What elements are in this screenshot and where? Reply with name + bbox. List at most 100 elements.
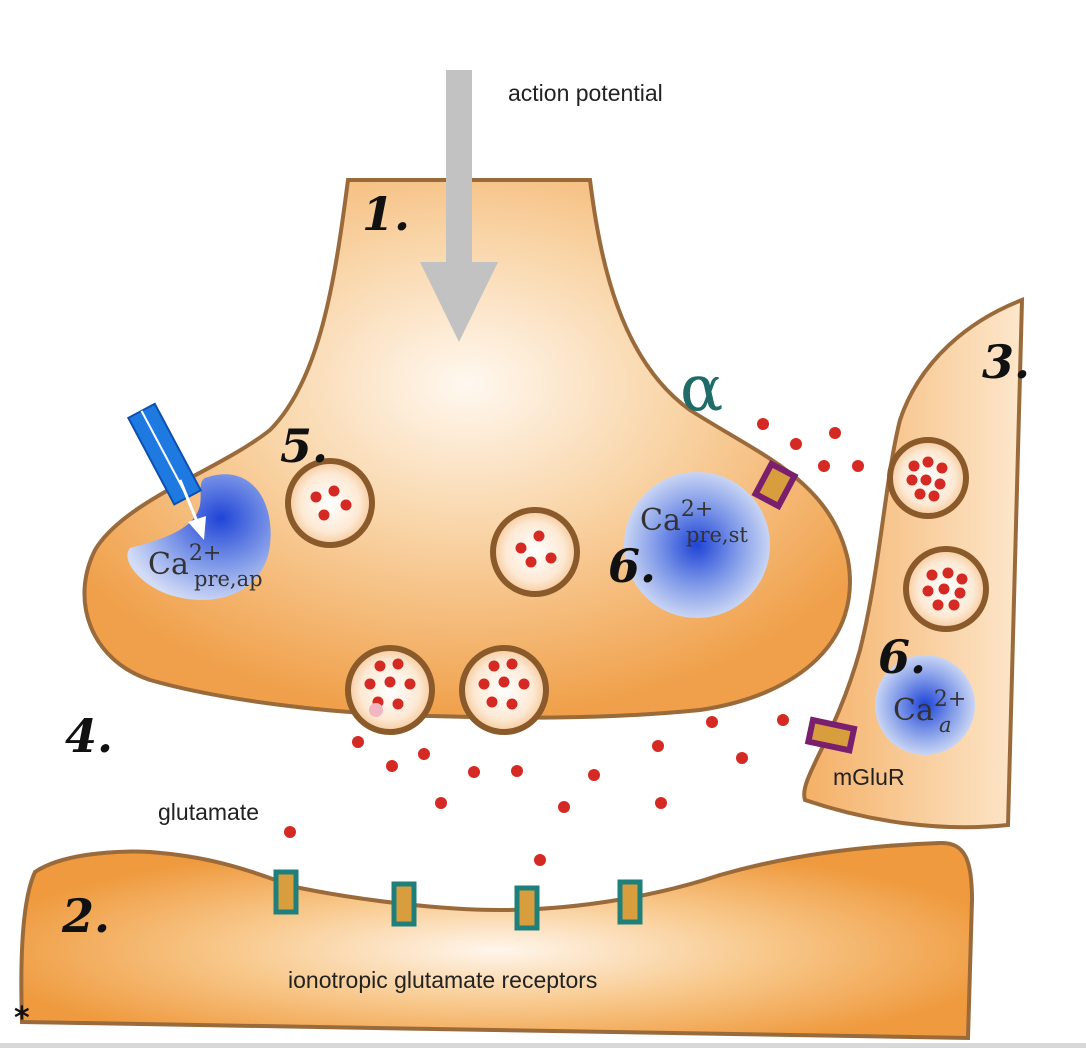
- receptor-body: [391, 881, 417, 927]
- glutamate-molecule: [777, 714, 789, 726]
- glutamate-molecule: [736, 752, 748, 764]
- vesicle-glutamate: [384, 676, 396, 688]
- glutamate-molecule: [790, 438, 802, 450]
- vesicle: [345, 645, 435, 735]
- bottom-divider: [0, 1043, 1086, 1048]
- glutamate-molecules: [284, 418, 864, 866]
- vesicle-glutamate: [934, 478, 946, 490]
- vesicle-glutamate: [906, 474, 918, 486]
- mglur-receptor: [804, 716, 858, 754]
- glutamate-molecule: [829, 427, 841, 439]
- label-ca-pre-ap: Ca2+pre,ap: [148, 541, 263, 591]
- ca-astro-sup: 2+: [934, 687, 966, 712]
- vesicle-glutamate: [914, 488, 926, 500]
- vesicle-glutamate: [478, 678, 490, 690]
- glutamate-molecule: [757, 418, 769, 430]
- vesicle-glutamate: [533, 530, 545, 542]
- vesicle-glutamate: [392, 658, 404, 670]
- glutamate-molecule: [468, 766, 480, 778]
- label-action-potential: action potential: [508, 80, 663, 106]
- ca-pre-st-base: Ca: [640, 503, 681, 538]
- postsynaptic-cell: [19, 840, 975, 1041]
- calcium-cloud-astro: [875, 655, 975, 755]
- vesicle: [459, 645, 549, 735]
- glutamate-molecule: [352, 736, 364, 748]
- vesicle-glutamate: [364, 678, 376, 690]
- label-asterisk: *: [14, 1001, 30, 1036]
- vesicle-glutamate: [922, 585, 934, 597]
- numeral-1: 1.: [362, 187, 410, 241]
- receptor-body: [514, 885, 540, 931]
- label-glutamate: glutamate: [158, 799, 259, 825]
- numeral-6-pre: 6.: [608, 539, 656, 593]
- ca-pre-ap-sub: pre,ap: [194, 567, 263, 591]
- vesicle-glutamate: [486, 696, 498, 708]
- glutamate-molecule: [534, 854, 546, 866]
- calcium-influx-arrow: [178, 479, 206, 540]
- action-potential-arrow: [420, 70, 498, 342]
- ca-astro-sub: a: [939, 713, 952, 737]
- glutamate-molecule: [386, 760, 398, 772]
- vesicle-glutamate: [936, 462, 948, 474]
- calcium-channel: [126, 402, 203, 506]
- vesicle-glutamate: [942, 567, 954, 579]
- vesicle-glutamate: [318, 509, 330, 521]
- vesicle-glutamate: [920, 474, 932, 486]
- numeral-6-astro: 6.: [878, 630, 926, 684]
- calcium-cloud-ap: [127, 474, 271, 600]
- glutamate-molecule: [511, 765, 523, 777]
- glutamate-molecule: [418, 748, 430, 760]
- vesicle-glutamate: [948, 599, 960, 611]
- receptor-body: [273, 869, 299, 915]
- vesicle-glutamate: [506, 658, 518, 670]
- vesicle-glutamate: [954, 587, 966, 599]
- label-mglur: mGluR: [833, 764, 905, 790]
- glutamate-molecule: [435, 797, 447, 809]
- vesicle-glutamate: [498, 676, 510, 688]
- ca-pre-st-sub: pre,st: [686, 523, 748, 547]
- numeral-3: 3.: [982, 335, 1030, 389]
- ionotropic-receptor: [617, 879, 643, 925]
- numeral-2: 2.: [61, 889, 110, 943]
- glutamate-molecule: [818, 460, 830, 472]
- glutamate-molecule: [588, 769, 600, 781]
- receptor-body: [617, 879, 643, 925]
- ionotropic-receptor: [273, 869, 299, 915]
- vesicle-glutamate: [374, 660, 386, 672]
- label-ca-pre-st: Ca2+pre,st: [640, 497, 748, 547]
- ionotropic-receptors: [273, 869, 643, 931]
- vesicle: [285, 458, 375, 548]
- vesicle-glutamate: [518, 678, 530, 690]
- label-ionotropic-receptors: ionotropic glutamate receptors: [288, 967, 597, 993]
- glutamate-molecule: [706, 716, 718, 728]
- vesicles: [285, 437, 989, 735]
- vesicle-glutamate: [956, 573, 968, 585]
- label-alpha: α: [680, 352, 723, 426]
- vesicle-glutamate: [932, 599, 944, 611]
- calcium-cloud-pre-st: [624, 472, 770, 618]
- release-spot: [369, 703, 383, 717]
- vesicle-glutamate: [488, 660, 500, 672]
- numeral-4: 4.: [65, 709, 113, 763]
- vesicle-glutamate: [328, 485, 340, 497]
- glutamate-molecule: [284, 826, 296, 838]
- glutamate-molecule: [655, 797, 667, 809]
- vesicle-glutamate: [340, 499, 352, 511]
- ionotropic-receptor: [514, 885, 540, 931]
- vesicle-glutamate: [525, 556, 537, 568]
- vesicle: [490, 507, 580, 597]
- vesicle-glutamate: [938, 583, 950, 595]
- vesicle-glutamate: [515, 542, 527, 554]
- vesicle-glutamate: [404, 678, 416, 690]
- ca-pre-ap-base: Ca: [148, 547, 189, 582]
- glutamate-molecule: [852, 460, 864, 472]
- vesicle-glutamate: [392, 698, 404, 710]
- ionotropic-receptor: [391, 881, 417, 927]
- presynaptic-receptor: [751, 459, 799, 511]
- glutamate-molecule: [652, 740, 664, 752]
- vesicle-glutamate: [908, 460, 920, 472]
- ca-pre-ap-sup: 2+: [189, 541, 221, 566]
- label-ca-astro: Ca2+a: [893, 687, 966, 737]
- vesicle-glutamate: [310, 491, 322, 503]
